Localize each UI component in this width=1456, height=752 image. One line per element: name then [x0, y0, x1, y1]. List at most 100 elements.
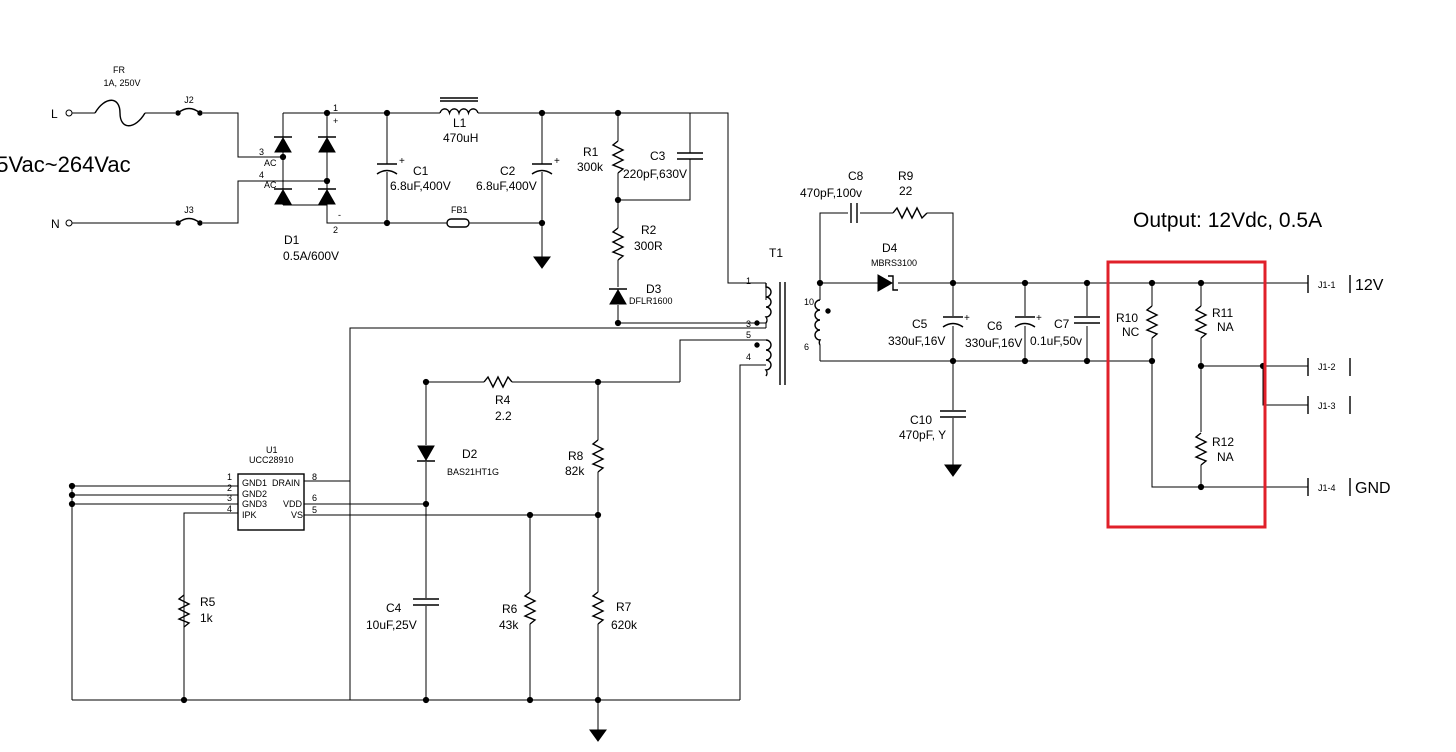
l1-ref: L1	[453, 116, 467, 130]
c7-ref: C7	[1054, 317, 1070, 331]
c1-ref: C1	[413, 164, 429, 178]
highlight-box	[1106, 260, 1267, 529]
j1-pin3: J1-3	[1318, 401, 1336, 411]
capacitor-c6: + C6 330uF,16V	[965, 313, 1042, 350]
c7-value: 0.1uF,50v	[1030, 334, 1082, 348]
d1-ac-top: AC	[264, 158, 277, 168]
j1-pin2: J1-2	[1318, 362, 1336, 372]
d1-minus: -	[338, 210, 341, 220]
u1-pin-gnd3: GND3	[242, 499, 267, 509]
t1-pin6: 6	[804, 342, 809, 352]
d3-value: DFLR1600	[629, 296, 673, 306]
r7-ref: R7	[616, 600, 632, 614]
d1-plus: +	[333, 116, 338, 126]
d3-ref: D3	[646, 282, 662, 296]
output-gnd-label: GND	[1355, 480, 1391, 497]
input-n-label: N	[51, 217, 60, 231]
svg-text:+: +	[554, 156, 560, 167]
resistor-r4: R4 2.2	[483, 375, 513, 423]
u1-pin-vs: VS	[291, 510, 303, 520]
diode-d2: D2 BAS21HT1G	[417, 445, 499, 477]
resistor-r1: R1 300k	[577, 140, 625, 174]
d1-ref: D1	[284, 233, 300, 247]
r10-value: NC	[1122, 325, 1140, 339]
t1-pin4: 4	[746, 352, 751, 362]
c8-ref: C8	[848, 169, 864, 183]
resistor-r8: R8 82k	[565, 439, 605, 478]
junction-dots	[68, 109, 1267, 704]
d2-value: BAS21HT1G	[447, 467, 499, 477]
d2-ref: D2	[462, 447, 478, 461]
resistor-r10: R10 NC	[1116, 305, 1159, 339]
u1-num-1: 1	[227, 472, 232, 482]
input-voltage-range: 85Vac~264Vac	[0, 152, 131, 177]
input-l-label: L	[51, 107, 58, 121]
r9-ref: R9	[898, 169, 914, 183]
capacitor-c5: + C5 330uF,16V	[888, 313, 970, 348]
u1-pin-gnd1: GND1	[242, 478, 267, 488]
fr-ref: FR	[113, 65, 125, 75]
t1-pin10: 10	[804, 297, 814, 307]
r8-value: 82k	[565, 464, 585, 478]
wires	[71, 112, 1308, 730]
r6-value: 43k	[499, 618, 519, 632]
u1-pin-ipk: IPK	[242, 510, 257, 520]
inductor-l1: L1 470uH	[439, 97, 479, 145]
t1-pin3: 3	[746, 319, 751, 329]
d1-pin1: 1	[333, 103, 338, 113]
c6-ref: C6	[987, 319, 1003, 333]
d1-pin2: 2	[333, 225, 338, 235]
j1-pin4: J1-4	[1318, 483, 1336, 493]
resistor-r11: R11 NA	[1194, 305, 1234, 339]
input-terminal-l: L	[51, 107, 73, 121]
r5-ref: R5	[200, 595, 216, 609]
u1-pin-gnd2: GND2	[242, 489, 267, 499]
c2-value: 6.8uF,400V	[476, 179, 537, 193]
c3-value: 220pF,630V	[623, 167, 687, 181]
r12-ref: R12	[1212, 435, 1234, 449]
ground-symbol-bus	[533, 256, 551, 269]
r10-ref: R10	[1116, 311, 1138, 325]
r1-ref: R1	[583, 145, 599, 159]
output-connector-j1: J1-1 J1-2 J1-3 J1-4 12V GND	[1307, 275, 1391, 497]
capacitor-c4: C4 10uF,25V	[366, 598, 439, 632]
resistor-r6: R6 43k	[499, 591, 537, 632]
ground-symbol-primary	[589, 729, 607, 742]
resistor-r7: R7 620k	[591, 591, 638, 632]
resistor-r5: R5 1k	[177, 594, 216, 628]
c4-ref: C4	[386, 601, 402, 615]
c6-value: 330uF,16V	[965, 336, 1022, 350]
svg-text:+: +	[1036, 313, 1042, 324]
r7-value: 620k	[611, 618, 638, 632]
t1-pin1: 1	[746, 276, 751, 286]
r11-ref: R11	[1212, 306, 1233, 320]
c10-value: 470pF, Y	[899, 428, 946, 442]
u1-pin-vdd: VDD	[283, 499, 303, 509]
u1-num-4: 4	[227, 504, 232, 514]
u1-num-6: 6	[312, 493, 317, 503]
fuse-fr: FR 1A, 250V	[94, 65, 146, 127]
r11-value: NA	[1217, 320, 1234, 334]
capacitor-c7: C7 0.1uF,50v	[1030, 316, 1100, 348]
d1-ac-bottom: AC	[264, 180, 277, 190]
ferrite-bead-fb1: FB1	[446, 205, 470, 228]
capacitor-c8: C8 470pF,100v	[800, 169, 864, 223]
bridge-rectifier-d1: 3 AC 4 AC 1 + - 2 D1 0.5A/600V	[259, 103, 341, 263]
j2-ref: J2	[184, 95, 194, 105]
r4-ref: R4	[495, 393, 511, 407]
d1-value: 0.5A/600V	[283, 249, 339, 263]
d1-pin4: 4	[259, 170, 264, 180]
d4-value: MBRS3100	[871, 258, 917, 268]
fr-value: 1A, 250V	[103, 78, 140, 88]
c8-value: 470pF,100v	[800, 186, 862, 200]
u1-pin-drain: DRAIN	[272, 478, 300, 488]
svg-text:+: +	[399, 156, 405, 167]
t1-pin5: 5	[746, 330, 751, 340]
c2-ref: C2	[500, 164, 516, 178]
capacitor-c3: C3 220pF,630V	[623, 149, 703, 181]
t1-ref: T1	[769, 246, 783, 260]
r2-ref: R2	[641, 223, 657, 237]
u1-value: UCC28910	[249, 455, 294, 465]
r9-value: 22	[899, 184, 913, 198]
